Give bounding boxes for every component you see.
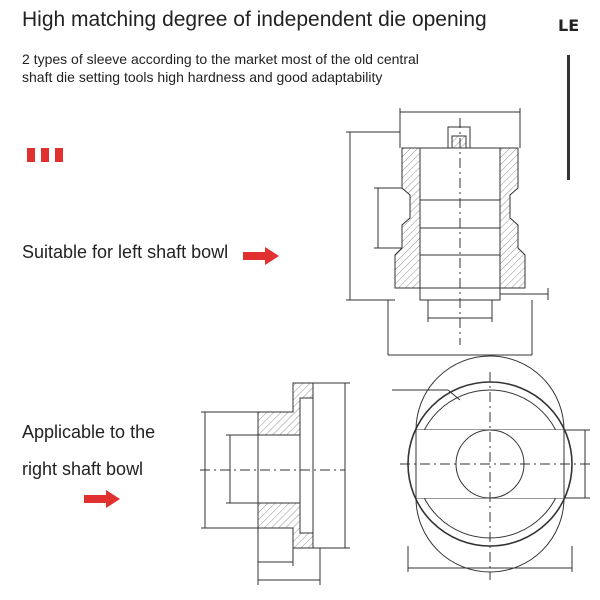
description-line-2: shaft die setting tools high hardness an… (22, 69, 383, 85)
red-dot (27, 148, 35, 162)
divider-bar (567, 55, 570, 180)
right-sleeve-side-drawing (200, 382, 350, 585)
arrow-right-icon (243, 247, 279, 265)
left-bowl-label: Suitable for left shaft bowl (22, 242, 229, 262)
red-dots-icon (27, 148, 63, 162)
page-title: High matching degree of independent die … (22, 8, 487, 31)
right-bowl-label-line-1: Applicable to the (22, 422, 156, 442)
description-line-1: 2 types of sleeve according to the marke… (22, 51, 419, 67)
right-sleeve-front-drawing (392, 355, 590, 580)
right-bowl-label-line-2: right shaft bowl (22, 459, 144, 479)
left-sleeve-drawing (346, 108, 549, 356)
description: 2 types of sleeve according to the marke… (22, 50, 419, 86)
brand-logo: LE (558, 16, 580, 35)
red-dot (55, 148, 63, 162)
red-dot (41, 148, 49, 162)
arrow-right-icon (84, 490, 120, 508)
